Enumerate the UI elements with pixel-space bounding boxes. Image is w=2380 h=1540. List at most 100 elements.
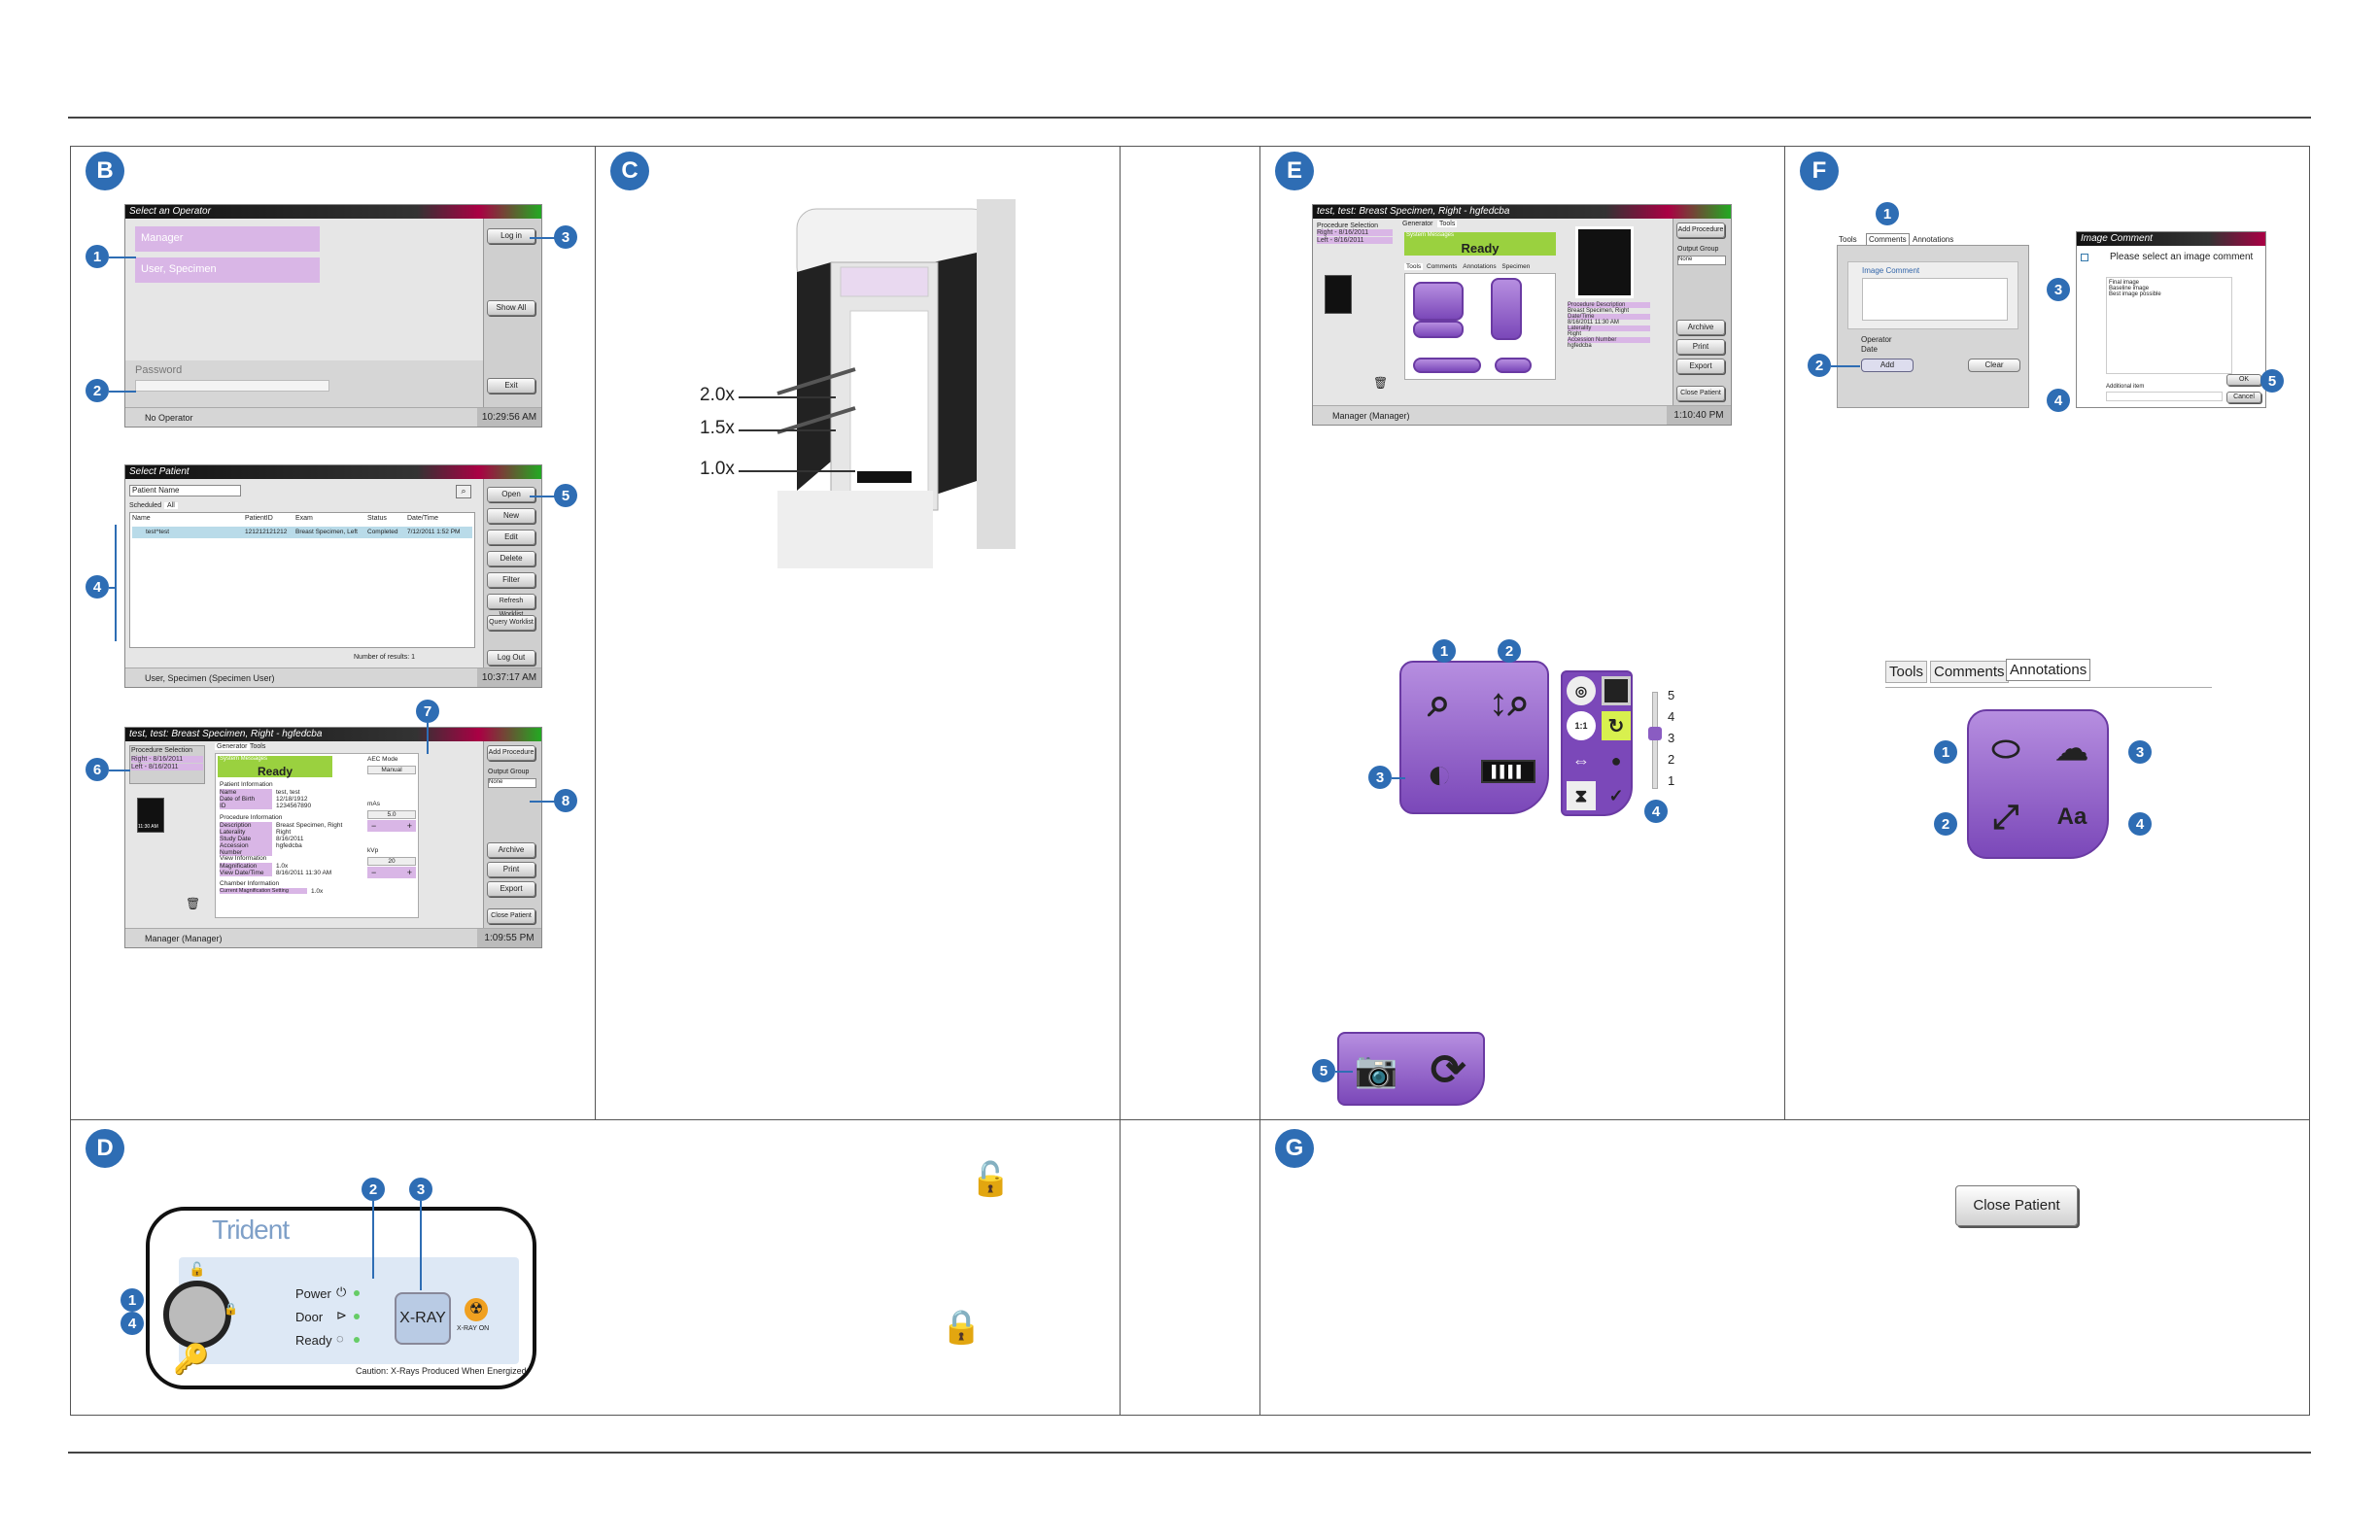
dialog-checkbox[interactable] <box>2081 254 2088 261</box>
e-subtab-specimen[interactable]: Specimen <box>1501 263 1531 270</box>
login-button[interactable]: Log in <box>487 228 535 244</box>
logout-button[interactable]: Log Out <box>487 650 535 666</box>
image-comment-field[interactable] <box>1862 278 2008 321</box>
procedure-right[interactable]: Right - 8/16/2011 <box>131 756 203 763</box>
mas-value[interactable]: 5.0 <box>367 810 416 819</box>
trash-icon[interactable]: 🗑 <box>186 897 201 910</box>
camera-icon[interactable]: 📷 <box>1354 1049 1398 1089</box>
e-mini-panel[interactable] <box>1491 278 1522 340</box>
print-button[interactable]: Print <box>487 862 535 877</box>
e-export-button[interactable]: Export <box>1676 359 1725 374</box>
delete-button[interactable]: Delete <box>487 551 535 566</box>
comment-item-2[interactable]: Baseline image <box>2109 286 2150 291</box>
f-tab-annotations[interactable]: Annotations <box>1913 235 1954 244</box>
ann-tab-tools[interactable]: Tools <box>1885 661 1928 683</box>
select-operator-screen: Select an Operator Manager User, Specime… <box>124 204 542 428</box>
flip-horizontal-icon[interactable]: ⇔ <box>1572 750 1590 770</box>
zoom-fit-icon[interactable]: ◎ <box>1567 676 1596 705</box>
text-annotation-icon[interactable]: Aa <box>2056 804 2087 830</box>
e-procedure-left[interactable]: Left - 8/16/2011 <box>1317 237 1393 244</box>
e-mini-ruler[interactable] <box>1413 321 1464 338</box>
flip-vertical-icon[interactable]: ⧗ <box>1567 781 1596 810</box>
e-archive-button[interactable]: Archive <box>1676 320 1725 335</box>
zoom-slider-thumb[interactable] <box>1648 727 1662 740</box>
open-button[interactable]: Open <box>487 487 535 502</box>
thumbnail[interactable]: 11:30 AM <box>137 798 164 833</box>
callout-e5: 5 <box>1312 1059 1335 1082</box>
procedure-left[interactable]: Left - 8/16/2011 <box>131 764 203 770</box>
e-procedure-right[interactable]: Right - 8/16/2011 <box>1317 229 1393 236</box>
e-tab-generator[interactable]: Generator <box>1402 221 1433 227</box>
tab-scheduled[interactable]: Scheduled <box>129 502 162 509</box>
vi-date-value: 8/16/2011 11:30 AM <box>276 870 332 876</box>
password-field[interactable] <box>135 380 329 392</box>
exit-button[interactable]: Exit <box>487 378 535 394</box>
aec-mode-value[interactable]: Manual <box>367 766 416 774</box>
e-output-group-select[interactable]: None <box>1677 256 1726 265</box>
edge-icon[interactable]: ● <box>1610 750 1622 770</box>
comment-item-3[interactable]: Best image possible <box>2109 291 2161 297</box>
add-comment-button[interactable]: Add <box>1861 359 1914 372</box>
output-group-select[interactable]: None <box>488 778 536 788</box>
e-subtab-annotations[interactable]: Annotations <box>1463 263 1497 270</box>
e-mini-bottom-row[interactable] <box>1413 358 1481 373</box>
new-button[interactable]: New <box>487 508 535 524</box>
ruler-icon[interactable]: ▌▌▌▌ <box>1481 760 1535 783</box>
window-level-icon[interactable]: ↕⌕ <box>1488 680 1531 724</box>
box-icon[interactable] <box>1602 676 1631 705</box>
dialog-cancel-button[interactable]: Cancel <box>2226 392 2261 403</box>
close-patient-button[interactable]: Close Patient <box>487 908 535 924</box>
operator-specimen-user[interactable]: User, Specimen <box>135 257 320 283</box>
e-trash-icon[interactable]: 🗑 <box>1373 376 1389 390</box>
operator-manager[interactable]: Manager <box>135 226 320 252</box>
export-button[interactable]: Export <box>487 881 535 897</box>
replace-icon[interactable]: ⟳ <box>1430 1045 1466 1094</box>
e-add-procedure-button[interactable]: Add Procedure <box>1676 222 1725 238</box>
check-icon[interactable]: ✓ <box>1608 785 1624 805</box>
key-switch[interactable] <box>163 1281 231 1349</box>
edit-button[interactable]: Edit <box>487 530 535 545</box>
ellipse-annotation-icon[interactable]: ⬭ <box>1991 730 2020 768</box>
e-tab-tools[interactable]: Tools <box>1437 221 1458 227</box>
mas-stepper[interactable]: −+ <box>367 820 416 832</box>
tab-generator[interactable]: Generator <box>215 743 250 750</box>
table-row[interactable]: test^test 121212121212 Breast Specimen, … <box>132 527 472 538</box>
one-to-one-icon[interactable]: 1:1 <box>1567 711 1596 740</box>
tab-all[interactable]: All <box>164 502 178 509</box>
invert-icon[interactable]: ◐ <box>1426 750 1453 798</box>
dialog-ok-button[interactable]: OK <box>2226 374 2261 386</box>
e-subtab-comments[interactable]: Comments <box>1427 263 1458 270</box>
archive-button[interactable]: Archive <box>487 842 535 858</box>
patient-search-icon[interactable]: ⌕ <box>456 485 471 498</box>
e-thumbnail[interactable] <box>1325 275 1352 314</box>
e-subtab-tools[interactable]: Tools <box>1404 263 1424 270</box>
refresh-worklist-button[interactable]: Refresh Worklist <box>487 594 535 618</box>
additional-item-field[interactable] <box>2106 392 2223 401</box>
tab-tools[interactable]: Tools <box>250 743 266 750</box>
panel-e-badge: E <box>1275 152 1314 190</box>
ann-tab-annotations[interactable]: Annotations <box>2006 659 2091 681</box>
kvp-stepper[interactable]: −+ <box>367 867 416 878</box>
zoom-slider[interactable] <box>1652 692 1658 789</box>
arrow-annotation-icon[interactable]: ⤢ <box>1992 798 2019 836</box>
pi-dob-label: Date of Birth <box>220 796 272 803</box>
ann-tab-comments[interactable]: Comments <box>1930 661 2009 683</box>
freehand-annotation-icon[interactable]: ☁ <box>2055 731 2088 768</box>
patient-search-select[interactable]: Patient Name <box>129 485 241 496</box>
add-procedure-button[interactable]: Add Procedure <box>487 745 535 761</box>
magnify-icon[interactable]: ⌕ <box>1428 678 1451 725</box>
comment-item-1[interactable]: Final image <box>2109 280 2140 286</box>
kvp-value[interactable]: 20 <box>367 857 416 866</box>
e-mini-tools[interactable] <box>1413 282 1464 321</box>
show-all-button[interactable]: Show All <box>487 300 535 316</box>
xray-button[interactable]: X-RAY <box>395 1292 451 1345</box>
clear-comment-button[interactable]: Clear <box>1968 359 2020 372</box>
e-close-patient-button[interactable]: Close Patient <box>1676 386 1725 401</box>
query-worklist-button[interactable]: Query Worklist <box>487 615 535 631</box>
f-tab-tools[interactable]: Tools <box>1839 235 1857 244</box>
e-mini-capture[interactable] <box>1495 358 1532 373</box>
rotate-icon[interactable]: ↻ <box>1602 711 1631 740</box>
close-patient-button-large[interactable]: Close Patient <box>1955 1185 2078 1226</box>
e-print-button[interactable]: Print <box>1676 339 1725 355</box>
filter-button[interactable]: Filter <box>487 572 535 588</box>
